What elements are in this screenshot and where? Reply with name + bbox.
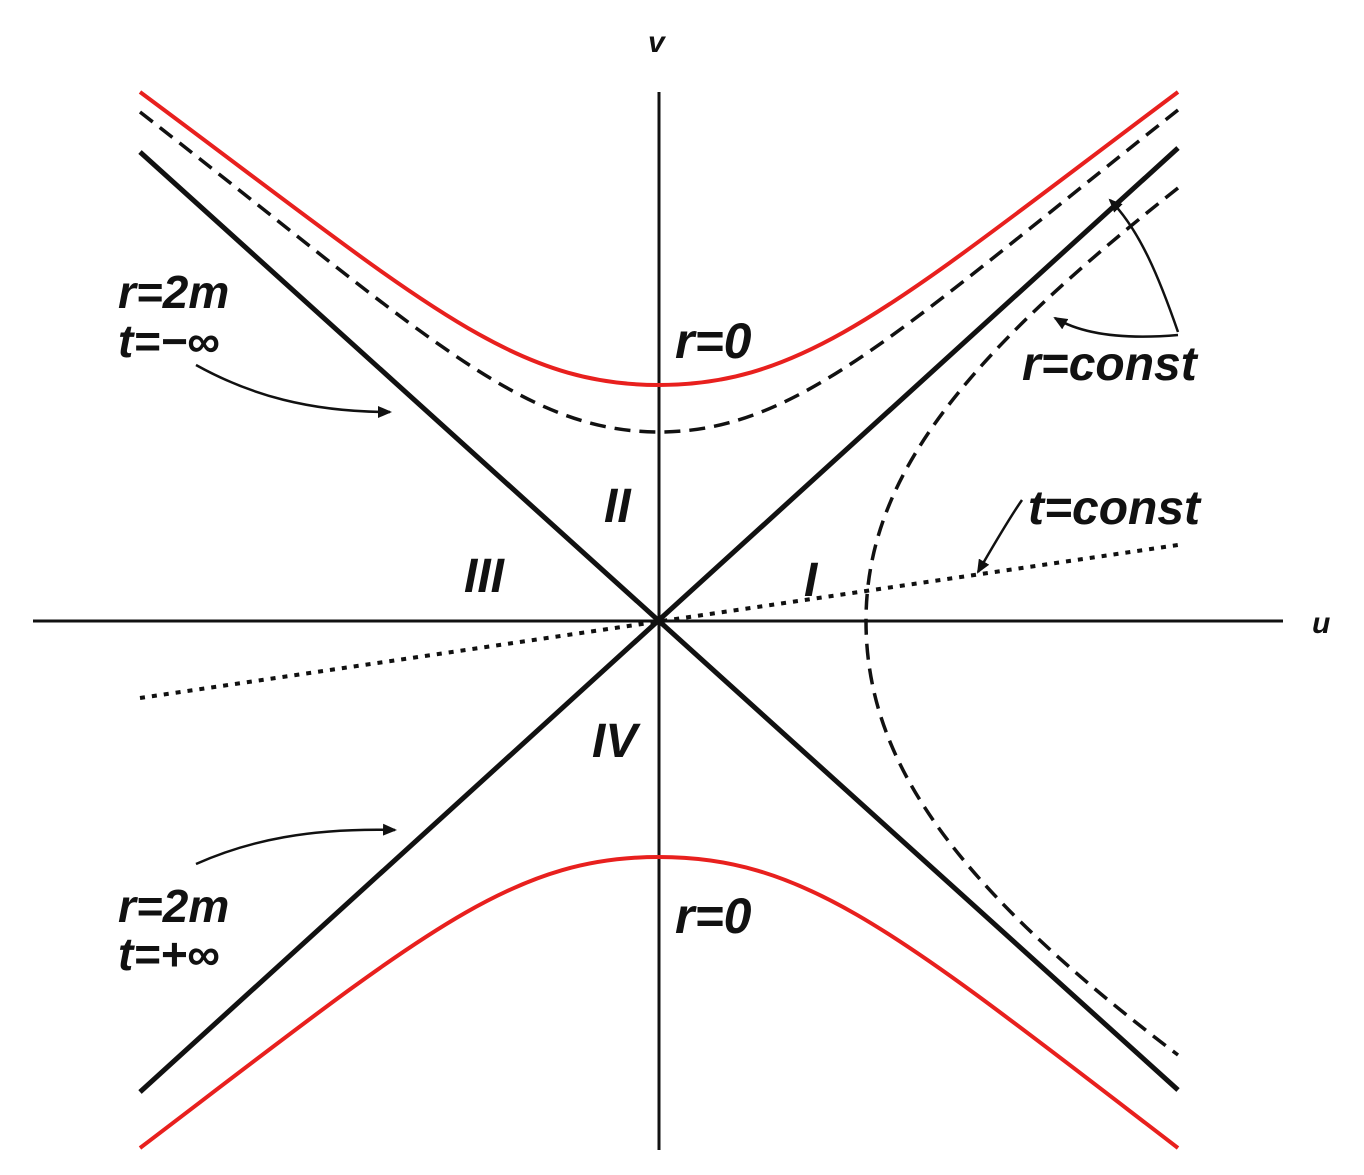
singularity-bottom-label: r=0: [675, 888, 752, 944]
singularity-curve-bottom: [138, 854, 1180, 1150]
region-label-one: I: [804, 554, 819, 607]
horizon-future-arrow-icon: [195, 823, 397, 866]
v-axis-label: v: [648, 26, 667, 59]
r-const-curve-right: [864, 186, 1180, 1057]
horizon-past-r-label: r=2m: [118, 266, 229, 318]
u-axis-label: u: [1312, 607, 1330, 640]
singularity-top-label: r=0: [675, 313, 752, 369]
horizon-line-past: [138, 146, 1180, 1094]
horizon-future-r-label: r=2m: [118, 880, 229, 932]
region-label-two: II: [604, 480, 632, 533]
t-const-arrow-icon: [976, 499, 1024, 574]
region-label-three: III: [464, 550, 506, 603]
horizon-past-arrow-icon: [195, 363, 392, 418]
horizon-future-t-label: t=+∞: [118, 928, 220, 980]
r-const-arrow-icon-secondary: [1053, 316, 1179, 338]
r-const-arrow-icon: [1108, 198, 1180, 333]
t-const-label: t=const: [1028, 482, 1202, 535]
r-const-label: r=const: [1022, 338, 1199, 391]
singularity-curve-top: [138, 90, 1180, 388]
horizon-past-t-label: t=−∞: [118, 315, 220, 367]
r-const-curve-top: [138, 108, 1180, 434]
region-label-four: IV: [592, 715, 641, 768]
